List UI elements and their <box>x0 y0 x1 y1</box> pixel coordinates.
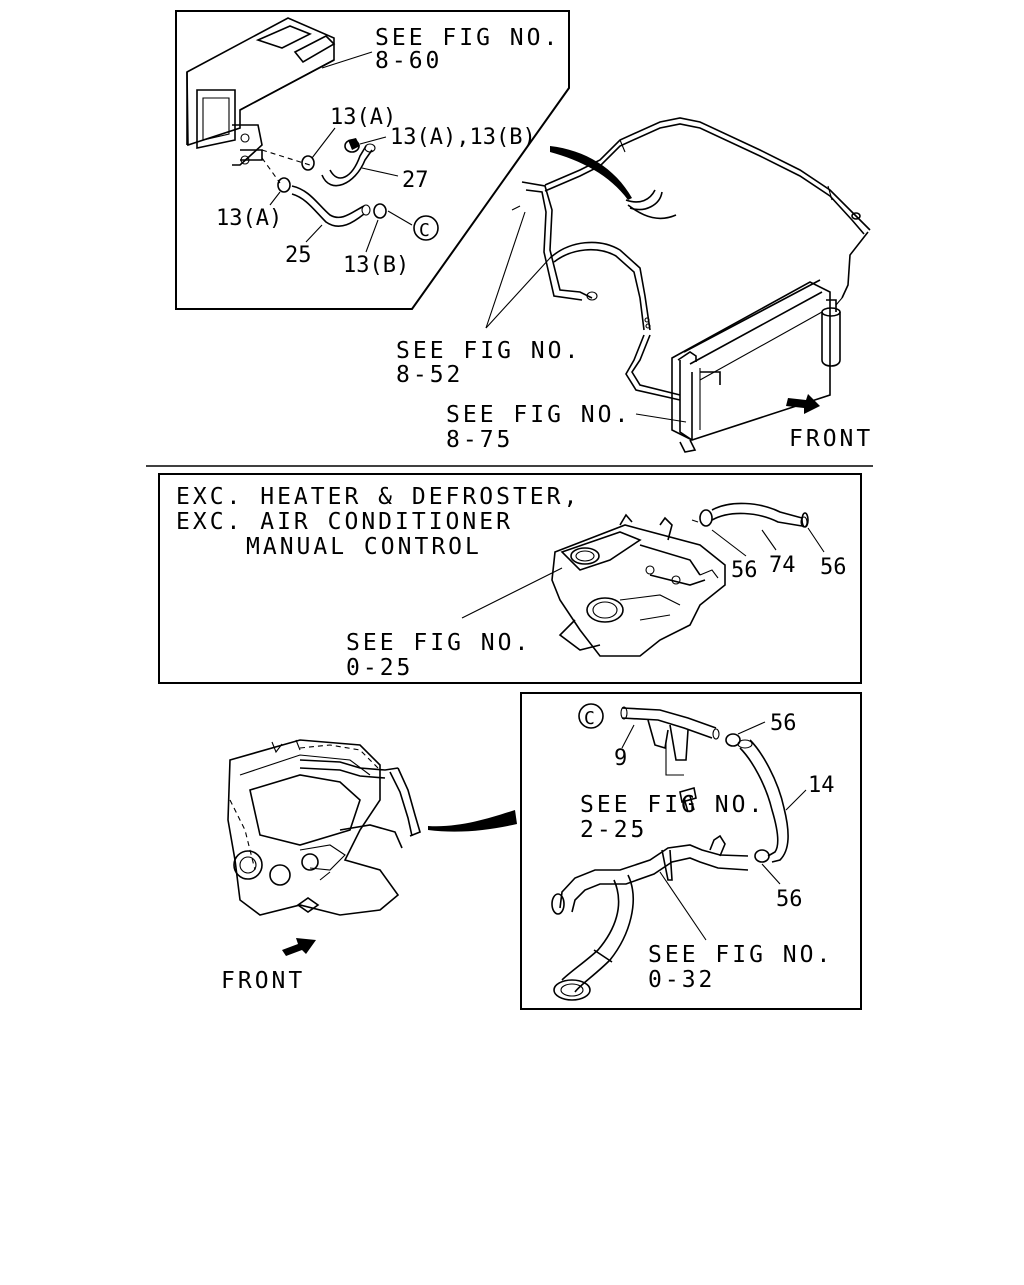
see-fig-0-25-line1: SEE FIG NO. <box>346 630 531 656</box>
engine-drawing <box>227 739 421 916</box>
see-fig-2-25-line2: 2-25 <box>580 817 647 843</box>
see-fig-8-75-line1: SEE FIG NO. <box>446 402 631 428</box>
see-fig-8-52-line1: SEE FIG NO. <box>396 338 581 364</box>
front-arrow-icon-bottom <box>282 938 316 956</box>
front-arrow-icon <box>786 394 820 414</box>
connector-c-bottom: C <box>578 703 604 729</box>
clamp-56-bottom <box>754 849 781 885</box>
ac-piping-assembly: SEE FIG NO. 8-52 SEE FIG NO. 8-75 <box>396 117 873 453</box>
condition-line-1: EXC. HEATER & DEFROSTER, <box>176 484 580 510</box>
svg-text:C: C <box>419 220 430 241</box>
part-56-bottom: 56 <box>776 887 803 912</box>
manifold-drawing <box>551 513 726 657</box>
exc-heater-panel: EXC. HEATER & DEFROSTER, EXC. AIR CONDIT… <box>158 473 862 684</box>
part-27: 27 <box>402 168 429 193</box>
clamp-13a-lower <box>269 177 291 206</box>
receiver-drier <box>821 297 843 367</box>
condition-line-2: EXC. AIR CONDITIONER <box>176 509 513 535</box>
svg-text:C: C <box>584 708 595 729</box>
pipe-9 <box>620 706 720 776</box>
clamp-13a-upper <box>301 127 336 171</box>
clamp-56-left <box>691 509 713 527</box>
see-fig-8-60-line1: SEE FIG NO. <box>375 25 560 51</box>
part-13a-lower: 13(A) <box>216 206 282 231</box>
see-fig-0-25-line2: 0-25 <box>346 655 413 681</box>
heater-unit-drawing <box>186 17 336 184</box>
clamp-56-top <box>725 721 766 747</box>
part-9: 9 <box>614 746 627 771</box>
bolt <box>679 786 697 813</box>
see-fig-0-32-line2: 0-32 <box>648 967 715 993</box>
water-hose-panel: C 9 56 14 <box>520 692 862 1010</box>
part-56-right: 56 <box>820 555 847 580</box>
part-56-left: 56 <box>731 558 758 583</box>
see-fig-8-52-line2: 8-52 <box>396 362 463 388</box>
hose-27 <box>321 143 376 187</box>
condition-line-3: MANUAL CONTROL <box>246 534 482 560</box>
part-14: 14 <box>808 773 835 798</box>
part-25: 25 <box>285 243 312 268</box>
clamp-56-right <box>801 512 809 528</box>
see-fig-0-32-line1: SEE FIG NO. <box>648 942 833 968</box>
see-fig-2-25-line1: SEE FIG NO. <box>580 792 765 818</box>
hose-74 <box>711 502 808 528</box>
part-13a-upper: 13(A) <box>330 105 396 130</box>
condenser-drawing <box>671 279 831 453</box>
clamp-13a-13b <box>344 136 387 153</box>
connector-c-top: C <box>413 215 439 241</box>
part-13a-13b: 13(A),13(B) <box>390 125 536 150</box>
front-label-bottom: FRONT <box>221 968 305 994</box>
see-fig-8-75-line2: 8-75 <box>446 427 513 453</box>
see-fig-8-60-line2: 8-60 <box>375 48 442 74</box>
heater-hose-panel: SEE FIG NO. 8-60 13(A) 13(A),13(B) 27 <box>175 10 570 310</box>
part-13b: 13(B) <box>343 253 409 278</box>
detail-callout-arrow <box>428 810 517 832</box>
hose-14 <box>737 739 789 863</box>
water-pipe-drawing <box>551 834 749 1001</box>
front-label-top: FRONT <box>789 426 873 452</box>
clamp-13b <box>365 203 413 253</box>
hose-25 <box>291 185 371 227</box>
part-74: 74 <box>769 553 796 578</box>
part-56-top: 56 <box>770 711 797 736</box>
